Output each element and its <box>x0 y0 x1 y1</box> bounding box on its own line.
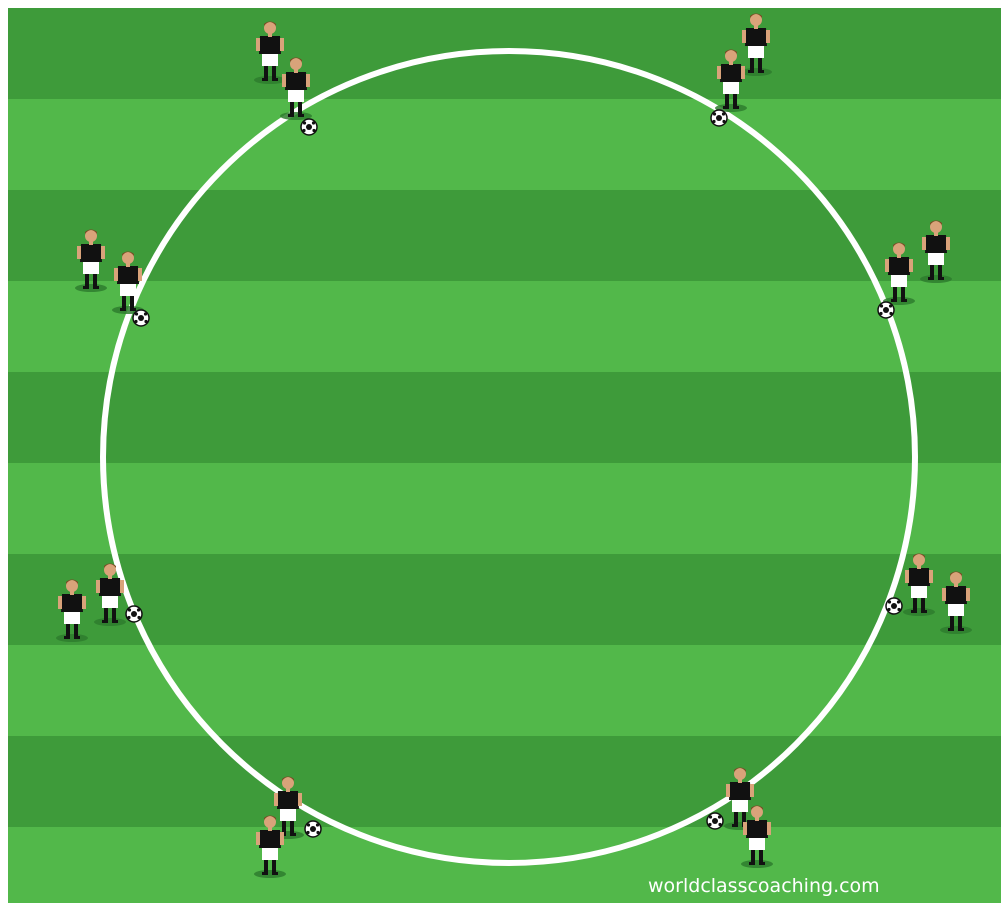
watermark-logo: worldclasscoaching.com <box>648 875 880 897</box>
pitch-stripe <box>8 99 1001 190</box>
ball-icon <box>133 310 149 326</box>
pitch-background <box>8 8 1001 903</box>
ball-icon <box>878 302 894 318</box>
ball-icon <box>711 110 727 126</box>
ball-icon <box>126 606 142 622</box>
pitch-stripe <box>8 372 1001 463</box>
ball-icon <box>301 119 317 135</box>
ball-icon <box>305 821 321 837</box>
pitch-stripe <box>8 554 1001 645</box>
pitch-stripe <box>8 463 1001 554</box>
ball-icon <box>707 813 723 829</box>
pitch-stripe <box>8 736 1001 827</box>
ball-icon <box>886 598 902 614</box>
pitch-stripe <box>8 281 1001 372</box>
